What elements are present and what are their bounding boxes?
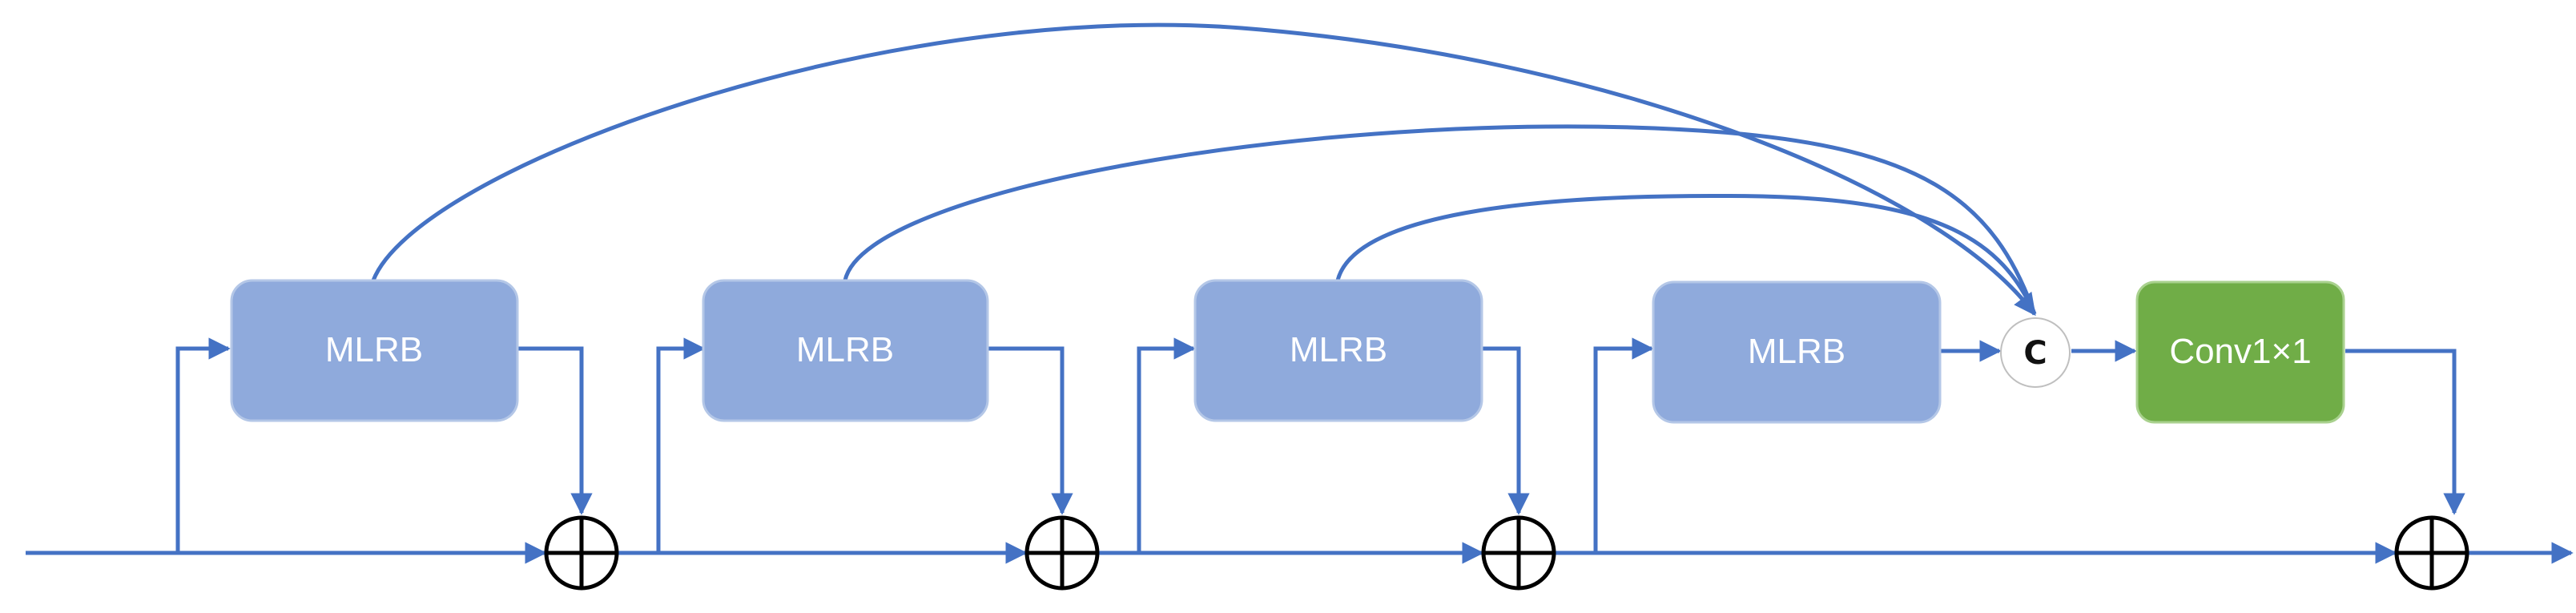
mlrb-block-1: MLRB bbox=[230, 279, 519, 422]
skip-connections bbox=[371, 22, 2037, 317]
branch-in-4 bbox=[1593, 337, 1654, 553]
skip-curve-1 bbox=[371, 22, 2037, 317]
conv1x1-block: Conv1×1 bbox=[2135, 280, 2345, 424]
mlrb-label: MLRB bbox=[1290, 330, 1387, 369]
adder-4 bbox=[2394, 515, 2469, 591]
concat-label: C bbox=[2023, 335, 2047, 372]
mlrb-label: MLRB bbox=[1748, 332, 1845, 371]
branch-out-1 bbox=[517, 346, 593, 515]
mlrb-block-2: MLRB bbox=[702, 279, 989, 422]
branch-in-3 bbox=[1137, 337, 1196, 553]
adder-1 bbox=[544, 515, 619, 591]
mlrb-label: MLRB bbox=[325, 330, 423, 369]
branch-out-3 bbox=[1482, 346, 1530, 515]
adder-2 bbox=[1024, 515, 1100, 591]
branch-in-1 bbox=[175, 337, 231, 553]
skip-curve-3 bbox=[1335, 193, 2037, 315]
adder-3 bbox=[1481, 515, 1556, 591]
conv-label: Conv1×1 bbox=[2169, 332, 2311, 371]
branch-in-2 bbox=[656, 337, 706, 553]
skip-curve-2 bbox=[843, 124, 2037, 315]
branch-lines bbox=[175, 337, 2465, 553]
conv-out bbox=[2345, 349, 2465, 515]
mlrb-label: MLRB bbox=[796, 330, 894, 369]
mlrb-block-4: MLRB bbox=[1652, 280, 1942, 424]
mlrb-block-3: MLRB bbox=[1193, 279, 1483, 422]
concat-node: C bbox=[2000, 317, 2071, 388]
branch-out-2 bbox=[988, 346, 1073, 515]
